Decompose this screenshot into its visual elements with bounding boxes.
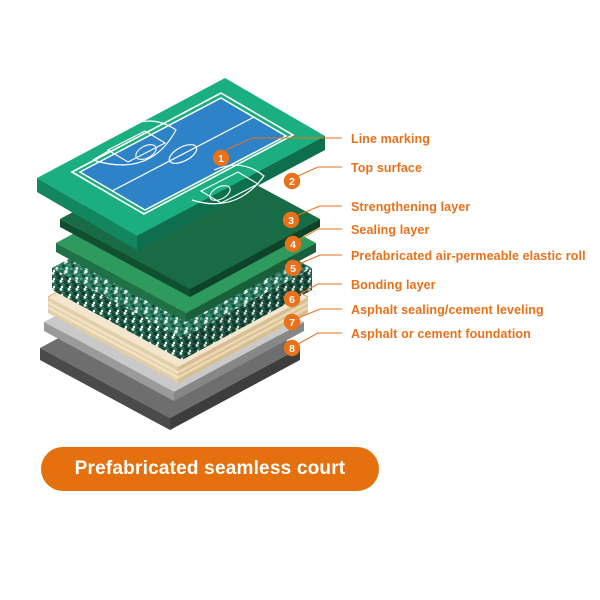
svg-text:5: 5: [290, 263, 296, 275]
layer-1-court-markings: [70, 92, 295, 215]
svg-text:7: 7: [289, 317, 295, 329]
badge-6[interactable]: 6: [283, 290, 301, 308]
badge-1[interactable]: 1: [212, 149, 230, 167]
svg-text:6: 6: [289, 294, 295, 306]
badge-7[interactable]: 7: [283, 313, 301, 331]
badge-5[interactable]: 5: [284, 259, 302, 277]
layer-label-7[interactable]: Asphalt sealing/cement leveling: [351, 303, 544, 317]
leader-lines: [225, 137, 342, 345]
svg-text:4: 4: [290, 239, 296, 251]
badge-4[interactable]: 4: [284, 235, 302, 253]
leader-line-5: [298, 254, 342, 265]
svg-text:2: 2: [289, 176, 295, 188]
badge-3[interactable]: 3: [282, 211, 300, 229]
svg-text:3: 3: [288, 215, 294, 227]
leader-line-2: [297, 166, 342, 177]
layer-label-3[interactable]: Strengthening layer: [351, 200, 471, 214]
svg-text:1: 1: [218, 153, 224, 165]
layer-6-shape: [47, 226, 309, 383]
layer-label-4[interactable]: Sealing layer: [351, 223, 430, 237]
layer-label-2[interactable]: Top surface: [351, 161, 423, 175]
title-banner-label: Prefabricated seamless court: [74, 458, 346, 479]
layer-label-5[interactable]: Prefabricated air-permeable elastic roll: [351, 249, 586, 263]
number-badges: 1 2 3 4 5 6 7: [212, 149, 302, 357]
layer-2-top-surface-shape: [37, 78, 325, 250]
title-banner[interactable]: Prefabricated seamless court: [41, 447, 379, 491]
svg-text:8: 8: [289, 343, 295, 355]
leader-line-4: [298, 228, 342, 241]
layer-label-8[interactable]: Asphalt or cement foundation: [351, 327, 531, 341]
badge-2[interactable]: 2: [283, 172, 301, 190]
layer-label-1[interactable]: Line marking: [351, 132, 430, 146]
leader-line-7: [297, 308, 342, 319]
leader-line-6: [297, 283, 342, 296]
leader-line-1: [225, 137, 342, 151]
leader-line-8: [297, 332, 342, 345]
layer-label-6[interactable]: Bonding layer: [351, 278, 436, 292]
leader-line-3: [297, 205, 342, 216]
badge-8[interactable]: 8: [283, 339, 301, 357]
